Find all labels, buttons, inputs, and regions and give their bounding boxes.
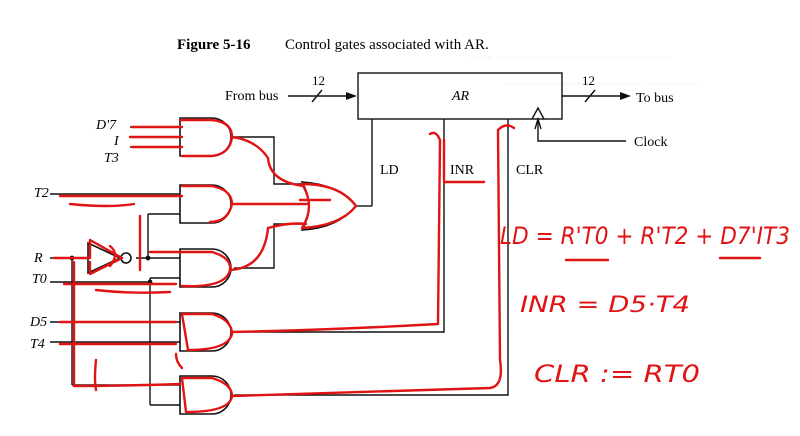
to-bus-arrow-icon bbox=[620, 92, 631, 100]
clr-label: CLR bbox=[516, 163, 544, 178]
junction-dot bbox=[145, 255, 151, 261]
inr-label: INR bbox=[450, 163, 475, 178]
input-label-r: R bbox=[33, 251, 43, 266]
and-gate-3 bbox=[179, 248, 232, 288]
to-bus-label: To bus bbox=[636, 91, 674, 106]
input-label-i: I bbox=[113, 134, 120, 149]
bleed-through-text: ~~~ ~~~~~~ ~~~~~~~ ~~~~~~~~~ ~~~~ ~~~~~~… bbox=[470, 51, 698, 92]
input-label-d7-prime: D'7 bbox=[95, 118, 117, 133]
to-bus-slash bbox=[584, 89, 596, 103]
from-bus-slash bbox=[311, 89, 323, 103]
input-label-d5: D5 bbox=[29, 315, 47, 330]
clock-label: Clock bbox=[634, 135, 667, 150]
clock-triangle-icon bbox=[531, 106, 545, 120]
clock-line bbox=[537, 119, 626, 142]
clr-equation: CLR := RT0 bbox=[534, 360, 700, 388]
input-label-t4: T4 bbox=[30, 337, 45, 352]
from-bus-arrow-icon bbox=[346, 92, 357, 100]
ld-label: LD bbox=[380, 163, 399, 178]
input-label-t2: T2 bbox=[34, 186, 49, 201]
ld-equation: LD = R'T0 + R'T2 + D7'IT3 bbox=[500, 222, 790, 250]
ar-register-label: AR bbox=[451, 89, 470, 104]
input-label-t3: T3 bbox=[104, 151, 119, 166]
from-bus-width: 12 bbox=[312, 73, 325, 88]
from-bus-label: From bus bbox=[225, 89, 278, 104]
figure-number: Figure 5-16 bbox=[177, 37, 251, 53]
figure-caption: Control gates associated with AR. bbox=[285, 37, 489, 53]
input-label-t0: T0 bbox=[32, 272, 47, 287]
clock-arrow-icon bbox=[534, 116, 542, 130]
to-bus-width: 12 bbox=[582, 73, 595, 88]
inr-equation: INR = D5·T4 bbox=[520, 293, 690, 318]
svg-text:~~~ ~~~~~~ ~~~~~~~ ~~~~~~~~~: ~~~ ~~~~~~ ~~~~~~~ ~~~~~~~~~ bbox=[470, 51, 670, 66]
svg-text:~~~~ ~~~~~~~ ~~~~~~ ~~~~~~~: ~~~~ ~~~~~~~ ~~~~~~ ~~~~~~~ bbox=[505, 77, 698, 92]
red-handwritten-marks bbox=[52, 118, 516, 414]
